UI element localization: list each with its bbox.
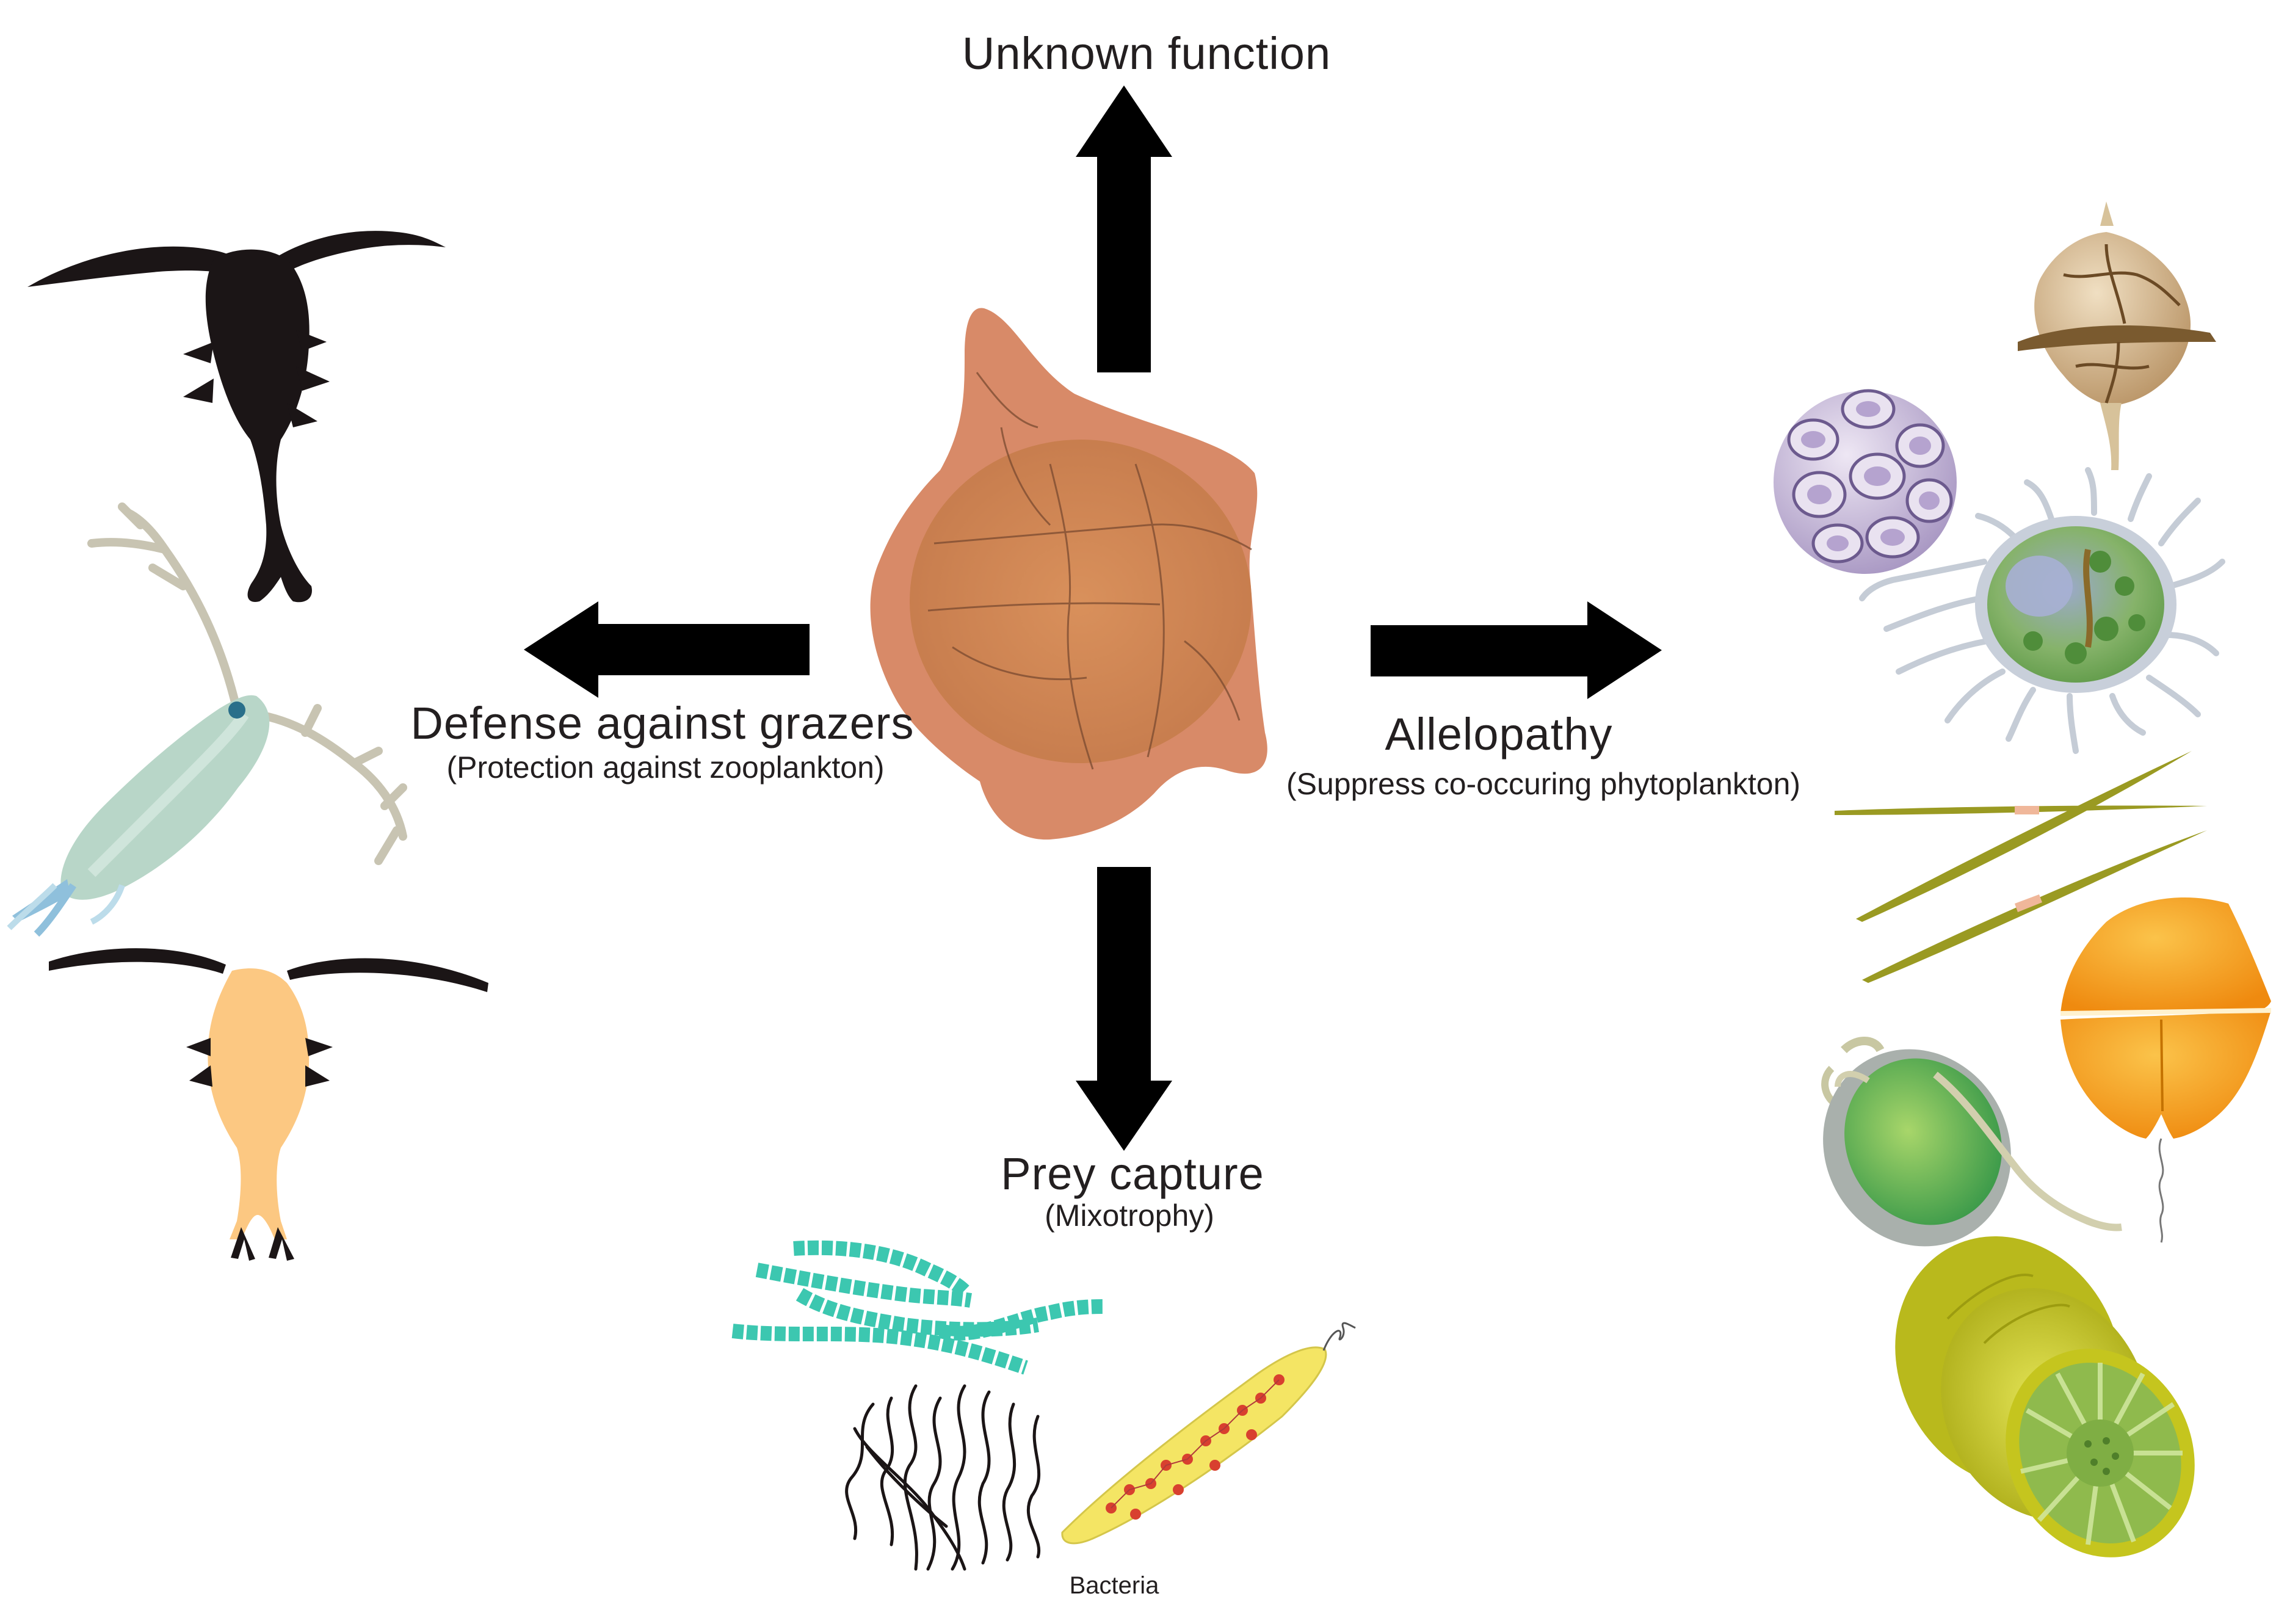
defense-title: Defense against grazers (410, 698, 915, 749)
bacteria-label: Bacteria (1069, 1572, 1159, 1599)
centric-diatom-icon (1895, 1236, 2195, 1557)
thecate-dinoflagellate-icon (2018, 201, 2216, 470)
black-copepod-icon (27, 231, 446, 603)
orange-dinoflagellate-icon (2060, 897, 2272, 1243)
diatom-needles-icon (1835, 751, 2207, 983)
arrow-left (524, 601, 810, 698)
allelopathy-title: Allelopathy (1385, 709, 1613, 759)
coccolithophore-icon (1774, 389, 1957, 574)
green-flagellate-icon (1859, 467, 2225, 754)
bacteria-cell-icon (1061, 1322, 1356, 1545)
teal-copepod-icon (7, 502, 407, 937)
black-filaments-icon (845, 1384, 1041, 1571)
dinoflagellate-icon (870, 308, 1267, 840)
defense-subtitle: (Protection against zooplankton) (446, 750, 885, 785)
prey-capture-subtitle: (Mixotrophy) (1045, 1198, 1214, 1233)
orange-copepod-icon (49, 948, 488, 1261)
allelopathy-subtitle: (Suppress co-occuring phytoplankton) (1286, 767, 1801, 801)
arrow-down (1076, 867, 1172, 1151)
cyanobacteria-filaments-icon (731, 1240, 1106, 1375)
green-flagellate-2-icon (1821, 1037, 2122, 1247)
arrow-up (1076, 85, 1172, 372)
arrow-right (1371, 601, 1662, 699)
unknown-function-label: Unknown function (962, 28, 1332, 79)
prey-capture-title: Prey capture (1001, 1148, 1264, 1199)
